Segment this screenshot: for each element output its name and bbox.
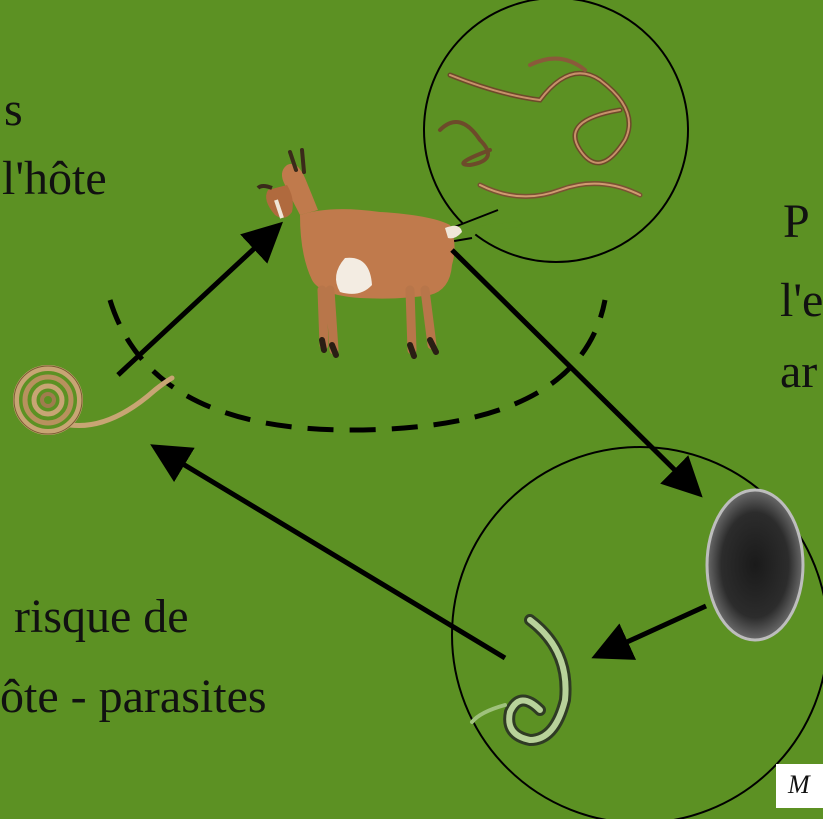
label-right-line3: ar [780,348,817,396]
label-right-line1: P [783,198,810,246]
label-bottom-left-line2: ôte - parasites [0,673,267,721]
label-top-left-line1: s [4,86,23,134]
egg-icon [707,490,803,640]
caption-box: M [776,764,823,808]
label-bottom-left-line1: risque de [14,593,189,641]
label-right-line2: l'e [780,277,823,325]
label-top-left-line2: l'hôte [2,155,107,203]
